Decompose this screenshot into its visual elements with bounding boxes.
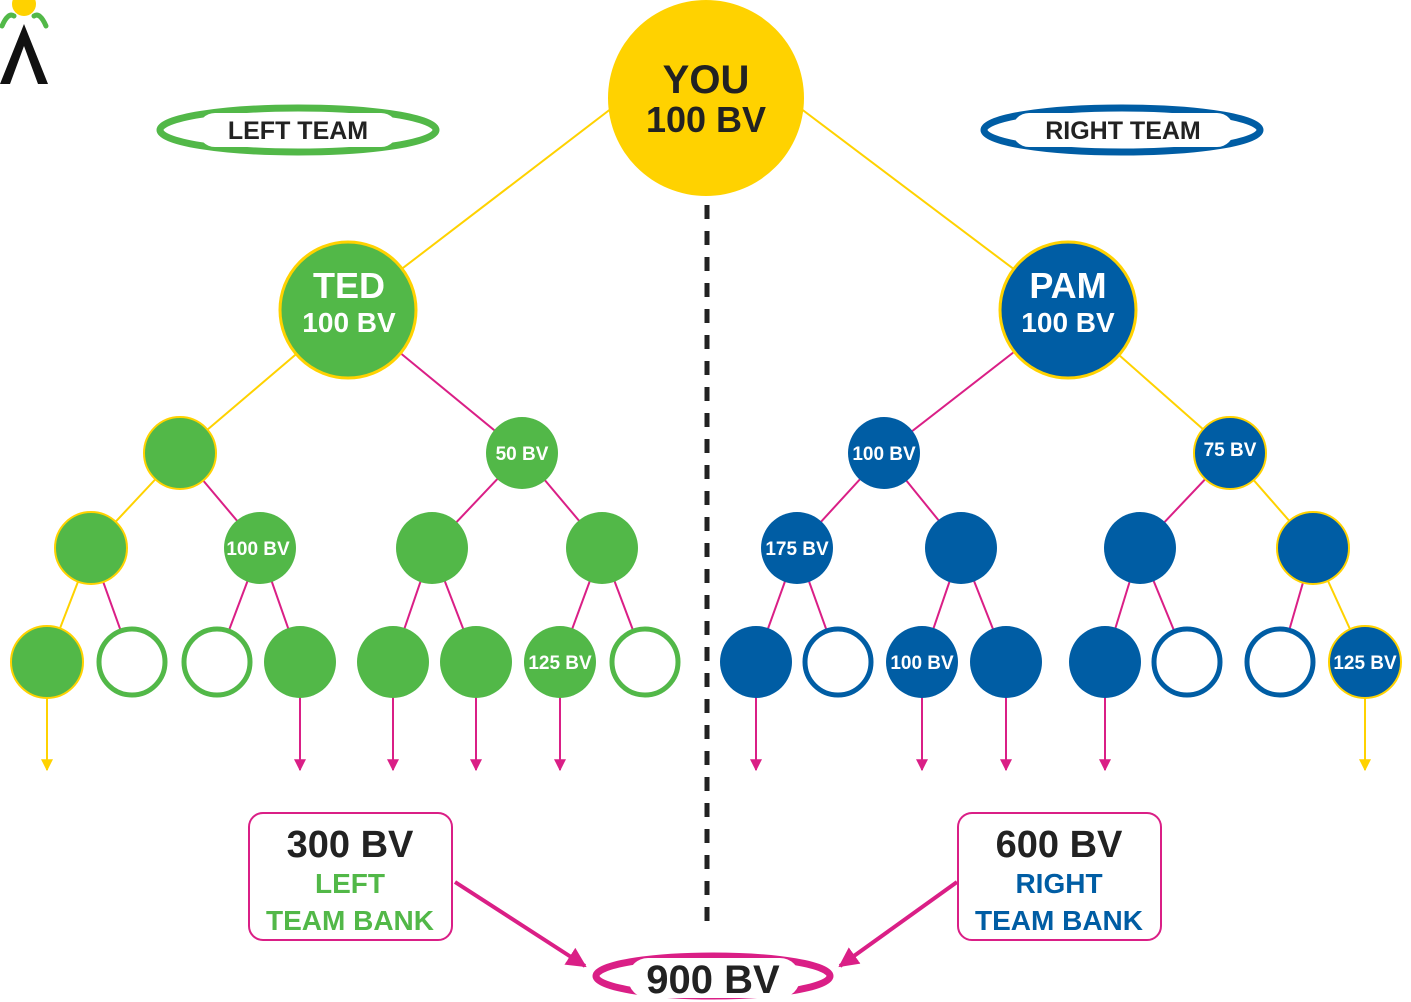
right-team-text: RIGHT TEAM — [1045, 117, 1201, 145]
tree-node — [357, 626, 429, 698]
tree-node — [264, 626, 336, 698]
right-leader-node: PAM 100 BV — [998, 240, 1138, 380]
empty-node — [802, 626, 874, 698]
tree-node — [143, 416, 217, 490]
left-team-label: LEFT TEAM — [156, 104, 440, 156]
tree-node — [1069, 626, 1141, 698]
tree-node: 100 BV — [886, 626, 958, 698]
logo — [0, 0, 49, 84]
logo-sun-icon — [12, 0, 36, 16]
node-bv: 100 BV — [226, 539, 290, 560]
tree-node — [720, 626, 792, 698]
empty-node — [1151, 626, 1223, 698]
right-leader-bv: 100 BV — [1021, 307, 1115, 338]
tree-node: 100 BV — [848, 417, 920, 489]
right-bank-label-line2: TEAM BANK — [975, 905, 1143, 936]
left-leader-bv: 100 BV — [302, 307, 396, 338]
tree-node — [440, 626, 512, 698]
left-bank-amount: 300 BV — [287, 824, 414, 866]
total-bv: 900 BV — [592, 952, 834, 1002]
tree-node — [1104, 512, 1176, 584]
empty-node — [96, 626, 168, 698]
left-bank-label-line2: TEAM BANK — [266, 905, 434, 936]
tree-node — [970, 626, 1042, 698]
right-bank-amount: 600 BV — [996, 824, 1123, 866]
tree-node — [566, 512, 638, 584]
tree-node — [925, 512, 997, 584]
right-team-tree: 100 BV 75 BV 175 BV — [720, 416, 1402, 699]
empty-node — [181, 626, 253, 698]
tree-node — [1276, 511, 1350, 585]
empty-node — [609, 626, 681, 698]
node-bv: 50 BV — [496, 444, 549, 465]
total-amount: 900 BV — [646, 958, 780, 1002]
tree-node — [10, 625, 84, 699]
logo-letter-icon — [0, 24, 48, 84]
root-name: YOU — [663, 58, 750, 102]
right-to-total-arrow-icon — [838, 880, 959, 968]
tree-node: 175 BV — [761, 512, 833, 584]
left-team-text: LEFT TEAM — [228, 117, 368, 145]
empty-node — [1244, 626, 1316, 698]
root-bv: 100 BV — [646, 99, 766, 140]
left-bank-label-line1: LEFT — [315, 868, 385, 899]
left-leader-node: TED 100 BV — [278, 240, 418, 380]
right-team-label: RIGHT TEAM — [980, 104, 1264, 156]
right-bank-label-line1: RIGHT — [1015, 868, 1102, 899]
tree-node — [396, 512, 468, 584]
left-team-tree: 50 BV 100 BV — [10, 416, 681, 699]
node-bv: 100 BV — [852, 444, 916, 465]
tree-node — [54, 511, 128, 585]
right-team-bank: 600 BV RIGHT TEAM BANK — [957, 812, 1162, 941]
tree-node: 100 BV — [224, 512, 296, 584]
left-team-bank: 300 BV LEFT TEAM BANK — [248, 812, 453, 941]
node-bv: 100 BV — [890, 653, 954, 674]
left-leader-name: TED — [313, 265, 385, 306]
node-bv: 175 BV — [765, 539, 829, 560]
node-bv: 125 BV — [1333, 653, 1397, 674]
spillover-arrows — [41, 697, 1371, 772]
tree-node: 50 BV — [486, 417, 558, 489]
right-leader-name: PAM — [1029, 265, 1106, 306]
node-bv: 75 BV — [1204, 440, 1257, 461]
root-node: YOU 100 BV — [608, 0, 804, 196]
node-bv: 125 BV — [528, 653, 592, 674]
tree-node: 125 BV — [1328, 625, 1402, 699]
tree-node: 75 BV — [1193, 416, 1267, 490]
tree-node: 125 BV — [524, 626, 596, 698]
left-to-total-arrow-icon — [453, 880, 587, 968]
